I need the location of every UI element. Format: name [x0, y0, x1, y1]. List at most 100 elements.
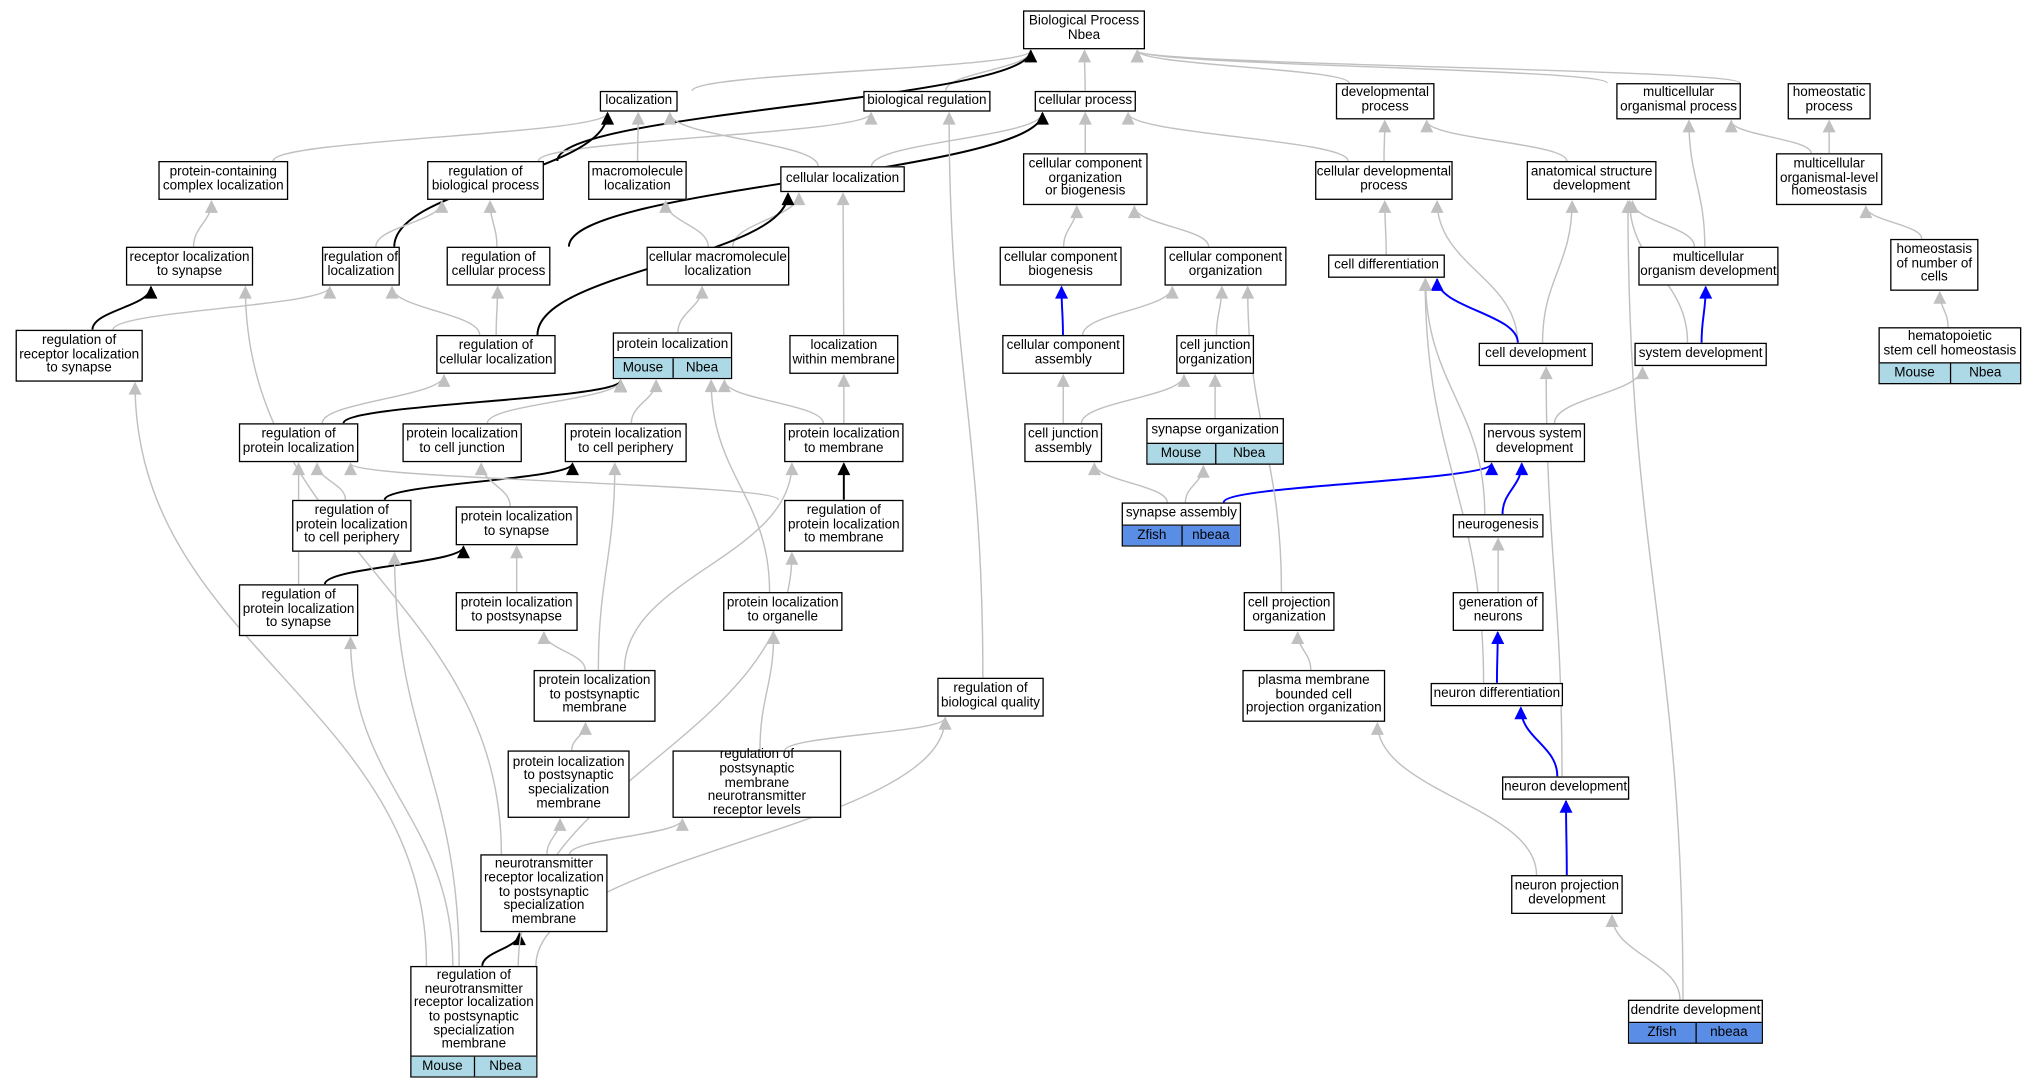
node-cellular-component-organization-or-biogenesis[interactable]: cellular component organization or bioge…	[1022, 153, 1148, 206]
node-homeostatic-process[interactable]: homeostatic process	[1787, 83, 1871, 120]
node-label: cellular component assembly	[1006, 339, 1120, 368]
edge-regulation-of-receptor-localization-to-synapse-to-regulation-of-localization	[112, 285, 337, 331]
node-system-development[interactable]: system development	[1634, 342, 1767, 367]
edge-localization-within-membrane-to-cellular-localization	[836, 192, 850, 335]
node-cellular-component-biogenesis[interactable]: cellular component biogenesis	[999, 246, 1122, 286]
node-label: Biological Process Nbea	[1028, 14, 1140, 43]
edge-regulation-of-biological-quality-to-biological-regulation	[942, 111, 984, 678]
node-cellular-macromolecule-localization[interactable]: cellular macromolecule localization	[646, 246, 790, 286]
node-biological-regulation[interactable]: biological regulation	[863, 90, 991, 112]
node-protein-containing-complex-localization[interactable]: protein-containing complex localization	[158, 160, 289, 200]
node-regulation-of-protein-localization-to-synapse[interactable]: regulation of protein localization to sy…	[238, 584, 359, 637]
node-regulation-of-neurotransmitter-receptor-localization-to-postsynaptic-specialization-membrane[interactable]: regulation of neurotransmitter receptor …	[410, 965, 538, 1078]
edge-neurotransmitter-receptor-localization-to-postsynaptic-specialization-membrane-to-receptor-localization-to-synapse	[238, 285, 503, 855]
edge-neurogenesis-to-cell-differentiation	[1419, 277, 1486, 515]
node-protein-localization-to-postsynapse[interactable]: protein localization to postsynapse	[455, 592, 578, 631]
node-localization[interactable]: localization	[599, 90, 678, 112]
node-cell-differentiation[interactable]: cell differentiation	[1328, 254, 1445, 278]
node-label: cellular macromolecule localization	[648, 250, 787, 280]
edge-regulation-of-cellular-localization-to-regulation-of-cellular-process	[491, 285, 505, 335]
node-regulation-of-cellular-process[interactable]: regulation of cellular process	[446, 246, 551, 286]
edge-regulation-of-neurotransmitter-receptor-localization-to-postsynaptic-specialization-membrane-to-neurotransmitter-receptor-localization-to-postsynaptic-specialization-membrane	[481, 932, 526, 967]
species-label: Mouse	[614, 358, 672, 378]
node-protein-localization-to-cell-junction[interactable]: protein localization to cell junction	[402, 423, 522, 463]
edge-dendrite-development-to-anatomical-structure-development	[1621, 199, 1684, 1000]
node-generation-of-neurons[interactable]: generation of neurons	[1452, 592, 1544, 631]
node-regulation-of-protein-localization-to-cell-periphery[interactable]: regulation of protein localization to ce…	[292, 499, 412, 552]
node-label: protein localization to membrane	[787, 427, 900, 456]
node-multicellular-organismal-level-homeostasis[interactable]: multicellular organismal-level homeostas…	[1775, 153, 1883, 206]
node-nervous-system-development[interactable]: nervous system development	[1483, 423, 1586, 463]
node-regulation-of-postsynaptic-membrane-neurotransmitter-receptor-levels[interactable]: regulation of postsynaptic membrane neur…	[672, 748, 842, 818]
node-cellular-developmental-process[interactable]: cellular developmental process	[1315, 160, 1453, 200]
node-label: dendrite development	[1630, 1003, 1761, 1018]
node-cell-junction-organization[interactable]: cell junction organization	[1176, 334, 1255, 374]
node-protein-localization-to-cell-periphery[interactable]: protein localization to cell periphery	[564, 423, 687, 463]
node-cell-development[interactable]: cell development	[1478, 342, 1593, 367]
node-label: regulation of receptor localization to s…	[19, 333, 140, 376]
node-label: regulation of protein localization	[242, 427, 355, 456]
node-receptor-localization-to-synapse[interactable]: receptor localization to synapse	[125, 246, 254, 286]
edge-cellular-developmental-process-to-developmental-process	[1378, 119, 1392, 161]
node-label: synapse assembly	[1125, 505, 1237, 521]
node-protein-localization-to-postsynaptic-membrane[interactable]: protein localization to postsynaptic mem…	[533, 669, 656, 722]
node-regulation-of-protein-localization[interactable]: regulation of protein localization	[238, 423, 359, 463]
node-protein-localization-to-postsynaptic-specialization-membrane[interactable]: protein localization to postsynaptic spe…	[507, 750, 630, 818]
edge-synapse-assembly-to-nervous-system-development	[1222, 462, 1498, 504]
node-label: protein localization to postsynaptic mem…	[538, 673, 651, 716]
node-regulation-of-biological-quality[interactable]: regulation of biological quality	[937, 677, 1044, 717]
edge-neurotransmitter-receptor-localization-to-postsynaptic-specialization-membrane-to-protein-localization-to-postsynaptic-specialization-membrane	[546, 817, 567, 855]
node-multicellular-organism-development[interactable]: multicellular organism development	[1638, 246, 1779, 286]
node-homeostasis-of-number-of-cells[interactable]: homeostasis of number of cells	[1890, 238, 1979, 291]
node-anatomical-structure-development[interactable]: anatomical structure development	[1526, 160, 1657, 200]
edge-cell-junction-organization-to-cellular-component-organization	[1215, 285, 1229, 335]
gene-label: Nbea	[473, 1056, 537, 1077]
node-regulation-of-localization[interactable]: regulation of localization	[321, 246, 400, 286]
node-neuron-development[interactable]: neuron development	[1502, 776, 1630, 800]
node-cellular-component-assembly[interactable]: cellular component assembly	[1002, 334, 1125, 374]
edge-protein-localization-to-postsynaptic-membrane-to-protein-localization-to-cell-periphery	[597, 462, 622, 670]
node-protein-localization-to-synapse[interactable]: protein localization to synapse	[455, 506, 578, 546]
node-localization-within-membrane[interactable]: localization within membrane	[789, 334, 899, 374]
node-cellular-component-organization[interactable]: cellular component organization	[1164, 246, 1287, 286]
node-protein-localization-to-membrane[interactable]: protein localization to membrane	[784, 423, 904, 463]
node-protein-localization-to-organelle[interactable]: protein localization to organelle	[723, 592, 843, 631]
node-label: regulation of biological quality	[941, 681, 1041, 711]
node-macromolecule-localization[interactable]: macromolecule localization	[588, 160, 687, 200]
edge-regulation-of-protein-localization-to-cell-periphery-to-regulation-of-protein-localization	[310, 462, 347, 500]
edge-cellular-developmental-process-to-cellular-process	[1121, 111, 1349, 162]
edge-nervous-system-development-to-system-development	[1553, 366, 1649, 424]
node-neuron-projection-development[interactable]: neuron projection development	[1511, 875, 1623, 915]
edge-protein-localization-to-cell-junction-to-protein-localization	[486, 379, 627, 424]
edge-macromolecule-localization-to-localization	[631, 111, 645, 161]
node-label: macromolecule localization	[591, 165, 684, 194]
node-cellular-process[interactable]: cellular process	[1034, 90, 1136, 112]
node-regulation-of-biological-process[interactable]: regulation of biological process	[427, 160, 544, 200]
edge-cellular-localization-to-localization	[663, 111, 819, 167]
node-cell-projection-organization[interactable]: cell projection organization	[1243, 592, 1335, 631]
node-cellular-localization[interactable]: cellular localization	[780, 166, 905, 193]
node-neurogenesis[interactable]: neurogenesis	[1452, 514, 1544, 538]
node-neuron-differentiation[interactable]: neuron differentiation	[1430, 682, 1564, 707]
node-label: protein localization	[616, 337, 729, 352]
node-regulation-of-receptor-localization-to-synapse[interactable]: regulation of receptor localization to s…	[15, 329, 143, 382]
edge-regulation-of-receptor-localization-to-synapse-to-receptor-localization-to-synapse	[91, 285, 158, 330]
node-label: receptor localization to synapse	[129, 250, 250, 280]
node-biological-process[interactable]: Biological Process Nbea	[1022, 10, 1146, 50]
node-regulation-of-protein-localization-to-membrane[interactable]: regulation of protein localization to me…	[784, 499, 904, 552]
node-multicellular-organismal-process[interactable]: multicellular organismal process	[1616, 83, 1741, 120]
node-cell-junction-assembly[interactable]: cell junction assembly	[1024, 423, 1103, 463]
edge-synapse-assembly-to-cell-junction-assembly	[1087, 462, 1168, 503]
node-neurotransmitter-receptor-localization-to-postsynaptic-specialization-membrane[interactable]: neurotransmitter receptor localization t…	[480, 854, 608, 933]
node-label: multicellular organismal process	[1620, 86, 1738, 115]
node-developmental-process[interactable]: developmental process	[1335, 83, 1435, 120]
gene-label: Nbea	[1214, 444, 1283, 464]
edge-regulation-of-neurotransmitter-receptor-localization-to-postsynaptic-specialization-membrane-to-regulation-of-protein-localization-to-cell-periphery	[388, 551, 460, 966]
node-plasma-membrane-bounded-cell-projection-organization[interactable]: plasma membrane bounded cell projection …	[1242, 669, 1386, 722]
node-regulation-of-cellular-localization[interactable]: regulation of cellular localization	[436, 334, 556, 374]
